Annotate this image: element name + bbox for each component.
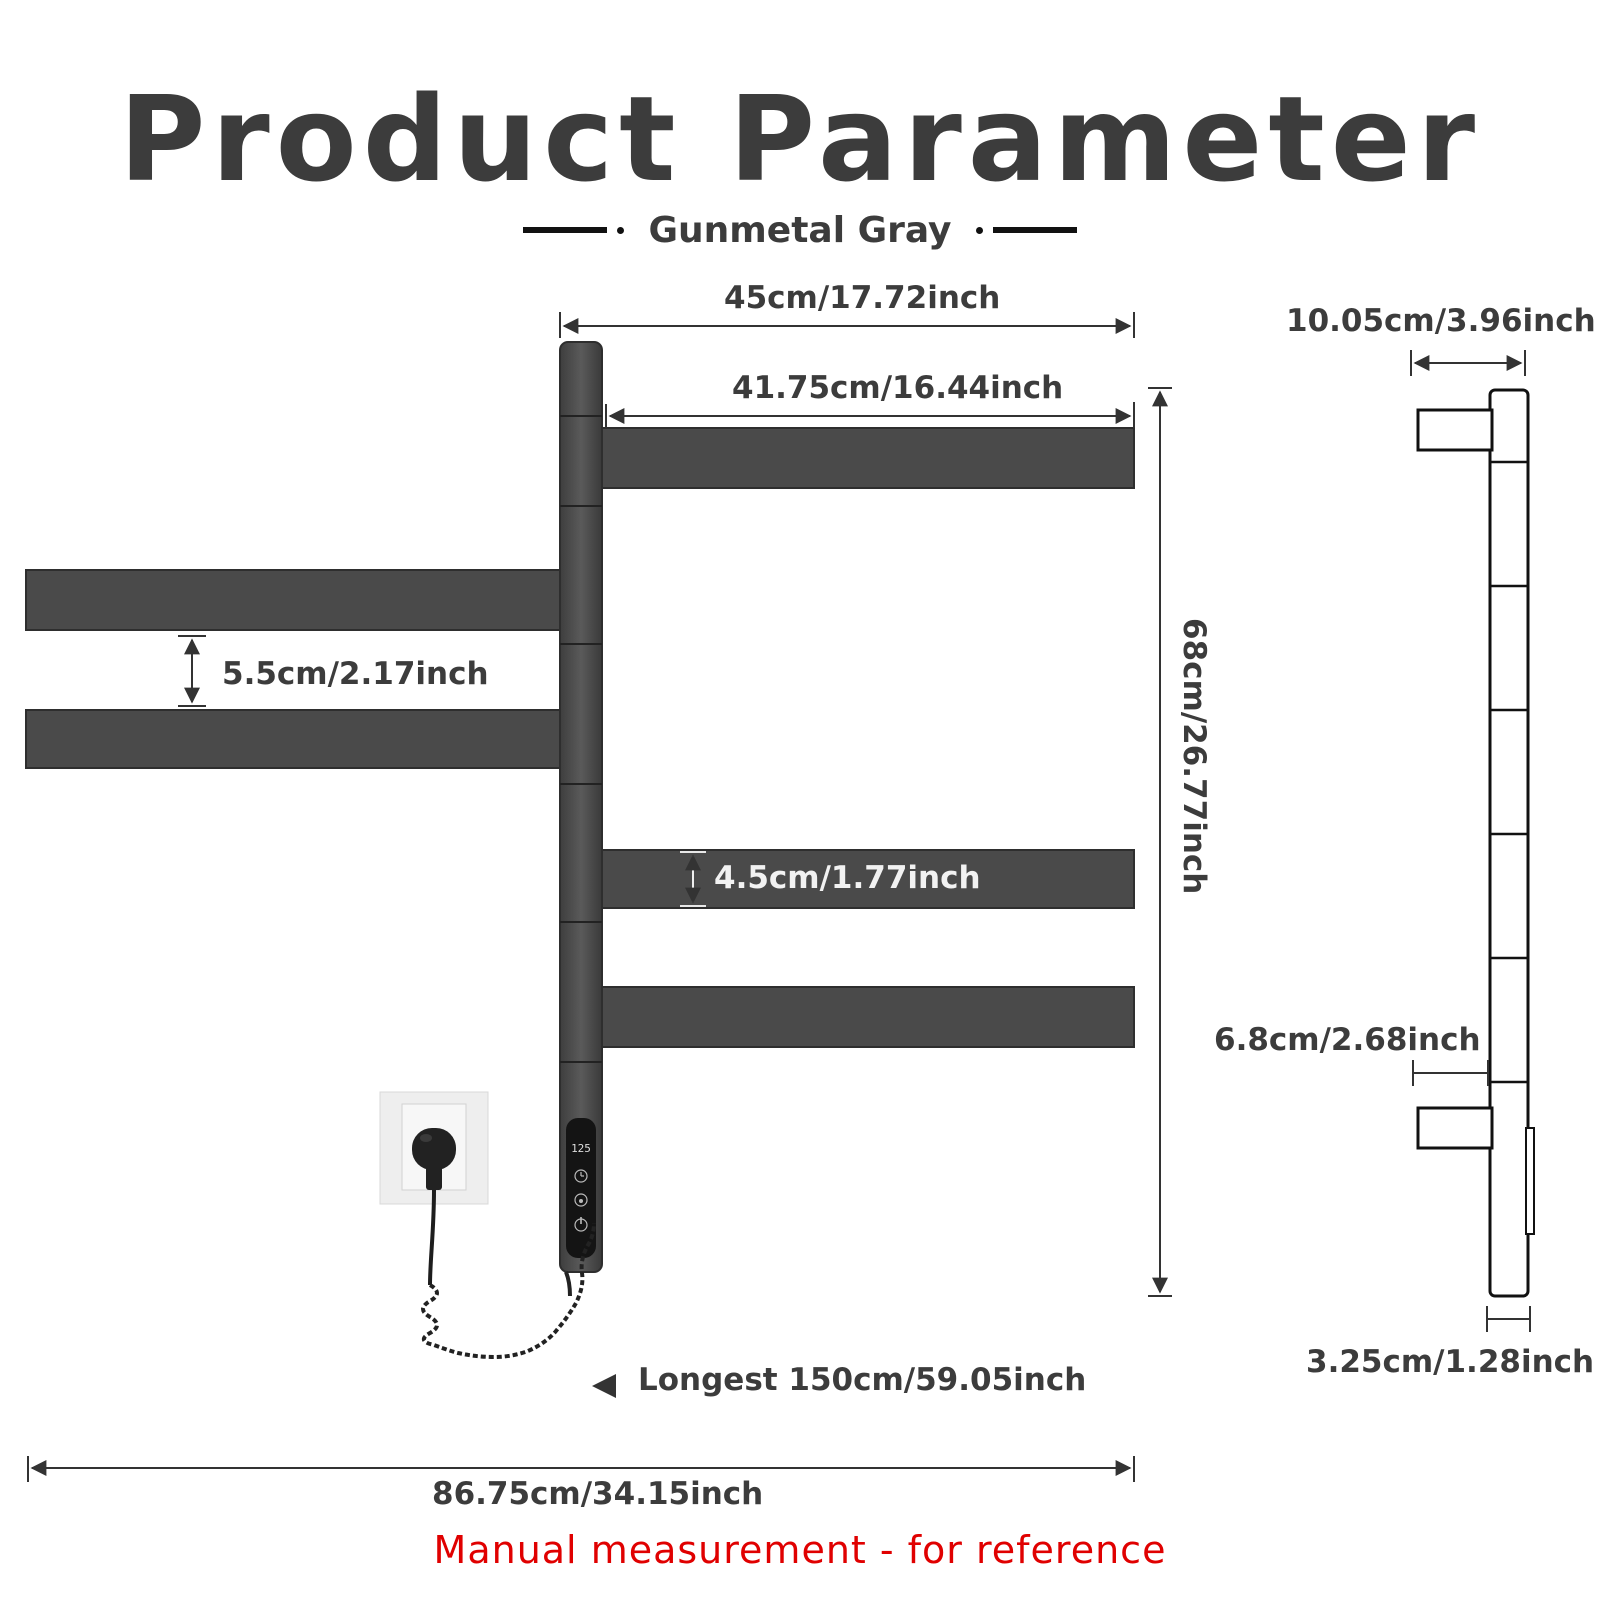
- side-view-control-panel: [1525, 1127, 1535, 1235]
- cable-pointer-icon: [592, 1374, 616, 1398]
- decor-dot-right: [975, 226, 983, 234]
- reference-note: Manual measurement - for reference: [433, 1528, 1167, 1572]
- label-bar-height: 4.5cm/1.77inch: [714, 860, 981, 896]
- timer-icon: [574, 1169, 588, 1183]
- side-view-bracket-bottom: [1416, 1106, 1494, 1150]
- towel-bar-top-right: [587, 427, 1135, 489]
- control-display: 125: [571, 1142, 591, 1155]
- side-view-joints: [1490, 460, 1528, 1084]
- label-bar-gap: 5.5cm/2.17inch: [222, 656, 489, 692]
- towel-bar-left-lower: [25, 709, 563, 769]
- label-side-bracket: 6.8cm/2.68inch: [1214, 1022, 1481, 1058]
- towel-bar-mid-right: [587, 849, 1135, 909]
- towel-bar-left-upper: [25, 569, 563, 631]
- color-label-row: Gunmetal Gray: [0, 205, 1600, 255]
- label-side-depth: 10.05cm/3.96inch: [1286, 303, 1596, 339]
- decor-line-left: [523, 227, 608, 233]
- label-bar-length: 41.75cm/16.44inch: [732, 370, 1064, 406]
- power-cord: [428, 1189, 436, 1286]
- label-height: 68cm/26.77inch: [1176, 618, 1212, 895]
- heat-icon: [574, 1193, 588, 1207]
- label-side-thickness: 3.25cm/1.28inch: [1306, 1344, 1595, 1380]
- decor-line-right: [992, 227, 1077, 233]
- side-view-pole: [1488, 388, 1530, 1298]
- control-panel: [566, 1118, 596, 1258]
- coiled-cord: [421, 1222, 596, 1360]
- label-span-width: 86.75cm/34.15inch: [432, 1476, 764, 1512]
- decor-dot-left: [617, 226, 625, 234]
- page-title: Product Parameter: [118, 70, 1482, 208]
- color-name: Gunmetal Gray: [648, 209, 952, 251]
- pole-segment-joints: [560, 415, 602, 1063]
- plug-icon: [412, 1128, 456, 1190]
- towel-bar-bottom-right: [587, 986, 1135, 1048]
- side-view-bracket-top: [1416, 408, 1494, 452]
- label-cable-length: Longest 150cm/59.05inch: [638, 1362, 1087, 1398]
- label-overall-width: 45cm/17.72inch: [724, 280, 1001, 316]
